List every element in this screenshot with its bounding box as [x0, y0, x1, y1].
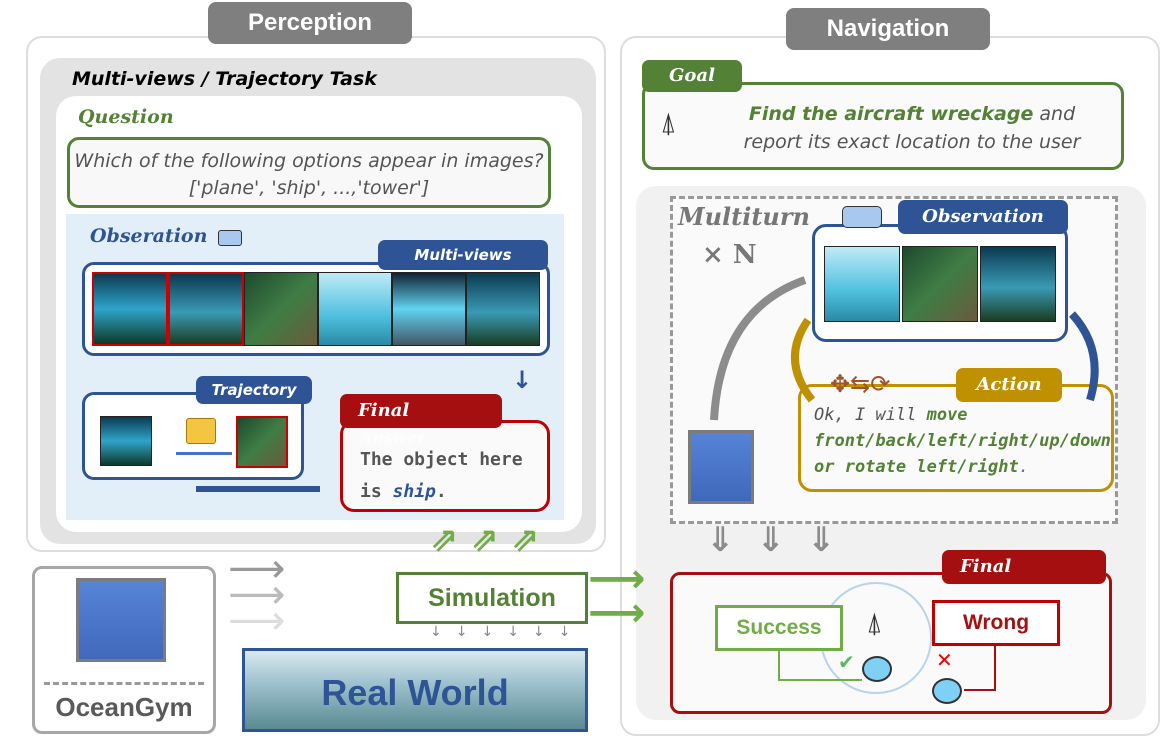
- observation-to-action-arrow: [1068, 311, 1099, 402]
- navigation-header: Navigation: [786, 8, 990, 50]
- goal-text: Find the aircraft wreckage and report it…: [712, 100, 1112, 156]
- observation-tag: Observation: [898, 200, 1068, 234]
- action-bold: move front/back/left/right/up/down or ro…: [814, 405, 1111, 477]
- divider: [44, 682, 204, 685]
- perception-header: Perception: [208, 2, 412, 44]
- wrong-path: [964, 646, 996, 691]
- multiviews-tag: Multi-views: [378, 240, 548, 270]
- robot-icon: [688, 430, 754, 504]
- submarine-icon: [862, 656, 892, 682]
- trajectory-stack: [100, 416, 152, 466]
- view-image: [168, 272, 244, 346]
- answer-value: ship: [392, 481, 436, 502]
- trajectory-out-arrow: [196, 486, 320, 492]
- camera-icon: [842, 206, 882, 228]
- final-answer-text: The object here is ship.: [360, 444, 540, 508]
- goal-tag: Goal: [642, 60, 742, 92]
- view-image: [466, 272, 540, 346]
- submarine-icon: [932, 678, 962, 704]
- trajectory-arrow: [176, 452, 232, 455]
- times-n: × N: [702, 240, 757, 270]
- view-image: [902, 246, 978, 322]
- view-image: [244, 272, 318, 346]
- trajectory-tag: Trajectory: [196, 376, 312, 404]
- view-image: [824, 246, 900, 322]
- sim-up-arrows: ⇗⇗⇗: [430, 520, 552, 560]
- observation-label: Obseration: [90, 225, 208, 247]
- action-prefix: Ok, I will: [814, 405, 927, 425]
- up-arrow: [710, 276, 807, 421]
- view-image: [980, 246, 1056, 322]
- success-box: Success: [715, 605, 843, 651]
- wrong-box: Wrong: [932, 600, 1060, 646]
- answer-suffix: .: [435, 481, 447, 502]
- multiturn-label: Multiturn: [678, 202, 810, 231]
- view-image: [318, 272, 392, 346]
- down-arrows: ⇓⇓⇓: [706, 520, 858, 560]
- view-image: [392, 272, 466, 346]
- move-icon: ✥: [830, 370, 851, 398]
- goal-rest2: report its exact location to the user: [743, 131, 1081, 153]
- swap-icon: ⇆: [850, 370, 871, 398]
- action-to-observation-arrow: [791, 317, 816, 403]
- arrows-to-simulation: ⟶⟶⟶: [228, 546, 286, 644]
- question-label: Question: [78, 106, 174, 128]
- question-box: Which of the following options appear in…: [67, 137, 551, 208]
- success-path: [778, 651, 862, 681]
- robot-icon: [76, 578, 166, 662]
- dotted-arrows: ↓↓↓↓↓↓: [430, 624, 585, 640]
- view-image: [92, 272, 168, 346]
- action-box: [798, 384, 1114, 492]
- rotate-icon: ⟳: [870, 370, 891, 398]
- trajectory-frame: [236, 416, 288, 468]
- action-text: Ok, I will move front/back/left/right/up…: [814, 402, 1111, 480]
- simulation-box: Simulation: [396, 572, 588, 624]
- camera-icon: [218, 230, 242, 246]
- task-title: Multi-views / Trajectory Task: [72, 68, 377, 90]
- action-suffix: .: [1018, 457, 1029, 477]
- real-world-box: Real World: [242, 648, 588, 732]
- down-arrow: ↓: [512, 366, 533, 394]
- answer-prefix: The object here is: [360, 449, 523, 502]
- check-icon: ✔: [838, 650, 855, 674]
- sim-to-nav-arrows: ⟶⟶: [588, 556, 646, 636]
- multiview-images: [92, 272, 540, 346]
- final-ghost: Answer: [360, 428, 426, 447]
- video-icon: [186, 418, 216, 444]
- action-icons: ✥⇆⟳: [830, 370, 890, 398]
- goal-box: [642, 82, 1124, 170]
- nav-observation-images: [824, 246, 1056, 322]
- tower-icon: ⍋: [660, 106, 677, 139]
- question-line1: Which of the following options appear in…: [74, 150, 544, 172]
- goal-bold: Find the aircraft wreckage: [748, 103, 1034, 125]
- nav-final-tag: Final: [942, 550, 1106, 584]
- cross-icon: ✕: [936, 648, 953, 672]
- question-line2: ['plane', 'ship', ...,'tower']: [188, 177, 430, 199]
- loop-arrows: [710, 276, 1099, 421]
- oceangym-label: OceanGym: [55, 692, 193, 722]
- goal-rest1: and: [1033, 103, 1076, 125]
- action-tag: Action: [956, 368, 1062, 402]
- final-tag: Final: [340, 394, 502, 428]
- tower-icon: ⍋: [866, 606, 883, 639]
